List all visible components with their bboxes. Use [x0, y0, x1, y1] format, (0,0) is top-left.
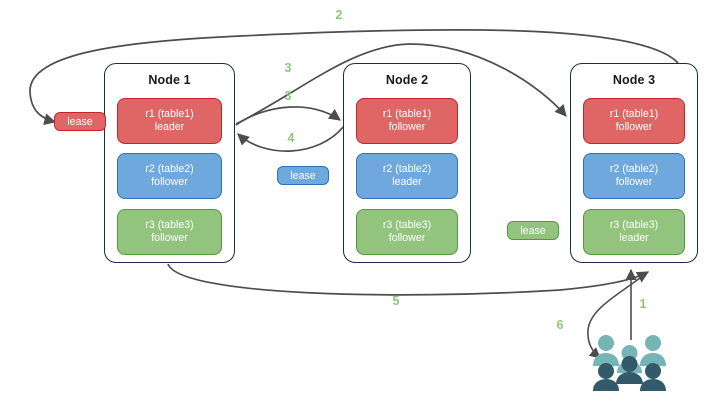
lease-box-table3[interactable]: lease [507, 221, 559, 240]
edge-step-3-to-node2 [235, 106, 341, 126]
node-title-node3: Node 3 [612, 73, 656, 87]
replica-role: leader [619, 232, 649, 244]
lease-label: lease [520, 224, 546, 237]
replica-role: follower [151, 176, 188, 188]
replica-name: r1 (table1) [145, 107, 194, 120]
replica-node3-r1[interactable]: r1 (table1) follower [583, 98, 685, 144]
node-title-node1: Node 1 [148, 73, 191, 87]
replica-node1-r1[interactable]: r1 (table1) leader [117, 98, 222, 144]
step-label-2: 2 [335, 8, 343, 22]
replica-name: r2 (table2) [145, 162, 194, 175]
edge-step-3-to-node3 [235, 43, 567, 125]
node-box-node1[interactable]: Node 1 r1 (table1) leader r2 (table2) fo… [104, 63, 235, 263]
replica-node2-r3[interactable]: r3 (table3) follower [356, 209, 458, 255]
replica-role: leader [154, 121, 185, 133]
lease-box-table2[interactable]: lease [277, 166, 329, 185]
lease-box-table1[interactable]: lease [54, 112, 106, 131]
people-icon [593, 335, 666, 391]
replica-role: follower [388, 121, 426, 133]
node-box-node2[interactable]: Node 2 r1 (table1) follower r2 (table2) … [343, 63, 471, 263]
step-label-3a: 3 [284, 61, 292, 75]
step-label-1: 1 [639, 297, 647, 311]
lease-label: lease [67, 115, 93, 128]
replica-role: follower [615, 121, 653, 133]
replica-node1-r3[interactable]: r3 (table3) follower [117, 209, 222, 255]
node-box-node3[interactable]: Node 3 r1 (table1) follower r2 (table2) … [570, 63, 698, 263]
replica-name: r1 (table1) [382, 107, 432, 120]
step-label-4: 4 [287, 131, 295, 145]
step-label-6: 6 [556, 318, 564, 332]
step-label-5: 5 [392, 294, 400, 308]
edge-step-2 [29, 28, 679, 125]
replica-name: r2 (table2) [382, 162, 432, 175]
replica-node3-r3[interactable]: r3 (table3) leader [583, 209, 685, 255]
replica-name: r3 (table3) [609, 218, 659, 231]
replica-node3-r2[interactable]: r2 (table2) follower [583, 153, 685, 199]
replica-name: r2 (table2) [609, 162, 659, 175]
node-title-node2: Node 2 [385, 73, 429, 87]
replica-name: r3 (table3) [382, 218, 432, 231]
replica-role: follower [615, 176, 653, 188]
replica-node2-r1[interactable]: r1 (table1) follower [356, 98, 458, 144]
replica-role: leader [392, 176, 422, 188]
lease-label: lease [290, 169, 316, 182]
replica-node1-r2[interactable]: r2 (table2) follower [117, 153, 222, 199]
edge-step-6 [587, 271, 649, 359]
replica-role: follower [151, 232, 188, 244]
replica-node2-r2[interactable]: r2 (table2) leader [356, 153, 458, 199]
edge-step-4 [237, 125, 345, 152]
replica-role: follower [388, 232, 426, 244]
edge-step-5 [167, 263, 650, 296]
step-label-3b: 3 [284, 89, 292, 103]
replica-name: r1 (table1) [609, 107, 659, 120]
replica-name: r3 (table3) [145, 218, 194, 231]
